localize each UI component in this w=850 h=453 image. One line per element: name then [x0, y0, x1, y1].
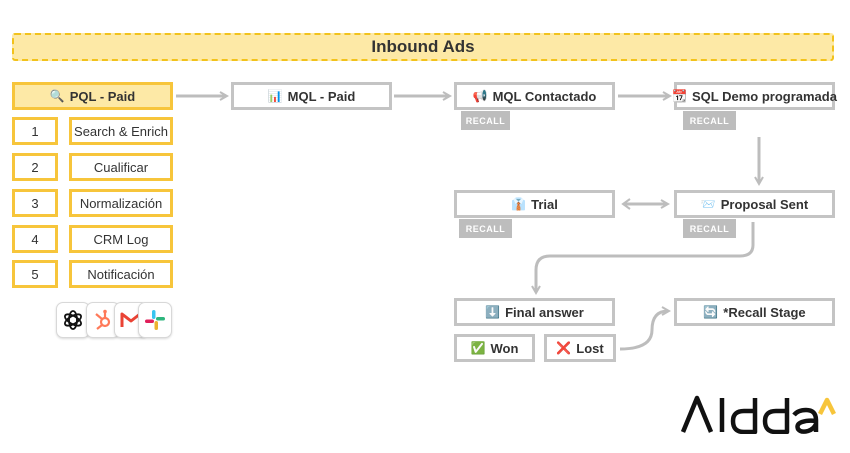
aidda-logo [680, 395, 836, 434]
recall-label: RECALL [689, 223, 730, 234]
step-search-enrich[interactable]: Search & Enrich [69, 117, 173, 145]
step-crm-log[interactable]: CRM Log [69, 225, 173, 253]
title-banner: Inbound Ads [12, 33, 834, 61]
bar-chart-icon: 📊 [267, 89, 283, 103]
arrow-proposal-to-final [536, 222, 755, 292]
arrow-lost-to-recall [619, 311, 668, 351]
step-number-5: 5 [12, 260, 58, 288]
node-pql-label: PQL - Paid [69, 88, 136, 104]
check-mark-icon: ✅ [470, 341, 486, 355]
step-number-4: 4 [12, 225, 58, 253]
node-label: Proposal Sent [720, 196, 809, 212]
recall-label: RECALL [465, 115, 506, 126]
step-label: Normalización [79, 195, 163, 211]
recall-badge-trial[interactable]: RECALL [459, 219, 512, 238]
recall-label: RECALL [689, 115, 730, 126]
node-label: Trial [531, 196, 558, 212]
node-trial[interactable]: 👔 Trial [454, 190, 615, 218]
step-cualificar[interactable]: Cualificar [69, 153, 173, 181]
node-recall-stage[interactable]: 🔄 *Recall Stage [674, 298, 835, 326]
refresh-icon: 🔄 [703, 305, 719, 319]
step-number-2: 2 [12, 153, 58, 181]
arrow-proposal-trial-left-head [621, 198, 631, 210]
megaphone-icon: 📢 [472, 89, 488, 103]
step-number-text: 2 [31, 159, 39, 175]
node-final-answer[interactable]: ⬇️ Final answer [454, 298, 615, 326]
recall-label: RECALL [465, 223, 506, 234]
step-label: Notificación [87, 266, 155, 282]
step-label: Cualificar [93, 159, 149, 175]
openai-icon [56, 302, 90, 338]
recall-badge-contactado[interactable]: RECALL [461, 111, 510, 130]
calendar-icon: 📆 [672, 89, 687, 103]
step-number-text: 3 [31, 195, 39, 211]
node-mql-contactado[interactable]: 📢 MQL Contactado [454, 82, 615, 110]
node-sql-demo[interactable]: 📆 SQL Demo programada [672, 82, 837, 110]
step-label: CRM Log [93, 231, 149, 247]
node-label: MQL - Paid [287, 88, 356, 104]
recall-badge-sql[interactable]: RECALL [683, 111, 736, 130]
recall-badge-proposal[interactable]: RECALL [683, 219, 736, 238]
node-lost[interactable]: ❌ Lost [544, 334, 616, 362]
step-number-1: 1 [12, 117, 58, 145]
node-label: Won [490, 340, 519, 356]
slack-icon [138, 302, 172, 338]
down-arrow-icon: ⬇️ [485, 305, 501, 319]
envelope-icon: 📨 [700, 197, 716, 211]
node-label: MQL Contactado [492, 88, 597, 104]
magnifier-icon: 🔍 [49, 89, 65, 103]
node-label: SQL Demo programada [692, 88, 837, 104]
necktie-icon: 👔 [511, 197, 527, 211]
node-label: *Recall Stage [723, 304, 806, 320]
node-won[interactable]: ✅ Won [454, 334, 535, 362]
page-title: Inbound Ads [371, 37, 475, 56]
node-label: Lost [576, 340, 604, 356]
step-label: Search & Enrich [74, 123, 168, 139]
step-normalizacion[interactable]: Normalización [69, 189, 173, 217]
step-number-3: 3 [12, 189, 58, 217]
node-pql-paid[interactable]: 🔍 PQL - Paid [12, 82, 173, 110]
node-mql-paid[interactable]: 📊 MQL - Paid [231, 82, 392, 110]
node-label: Final answer [505, 304, 584, 320]
step-notificacion[interactable]: Notificación [69, 260, 173, 288]
step-number-text: 5 [31, 266, 39, 282]
node-proposal-sent[interactable]: 📨 Proposal Sent [674, 190, 835, 218]
step-number-text: 4 [31, 231, 39, 247]
step-number-text: 1 [31, 123, 39, 139]
cross-mark-icon: ❌ [556, 341, 572, 355]
